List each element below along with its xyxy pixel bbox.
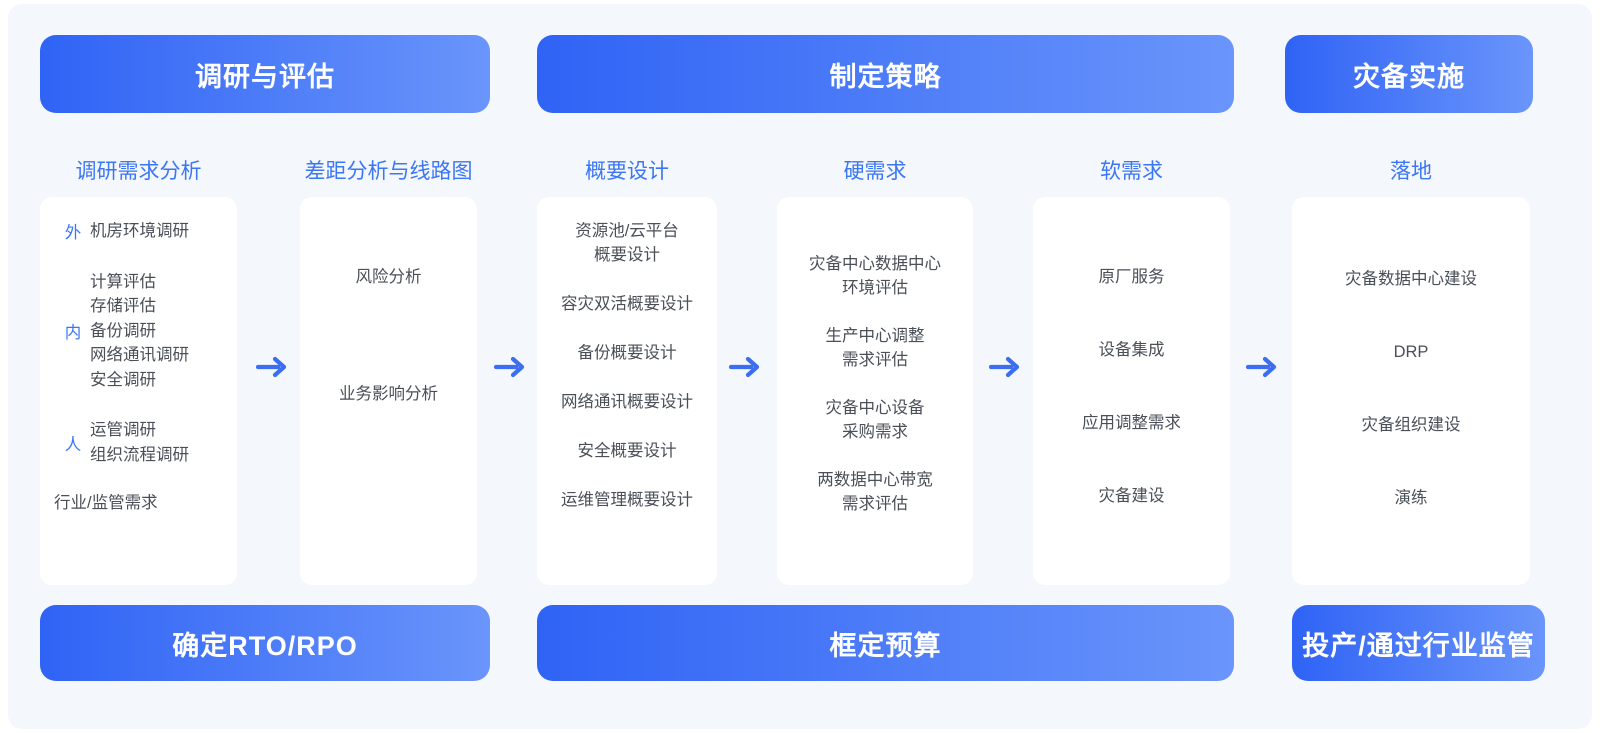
column-title-2: 差距分析与线路图 <box>304 160 473 183</box>
list-item: 安全调研 <box>90 370 156 389</box>
group-items: 计算评估 存储评估 备份调研 网络通讯调研 安全调研 <box>90 270 237 393</box>
phase-banner-label: 灾备实施 <box>1353 61 1465 92</box>
arrow-right-icon-4 <box>988 352 1023 382</box>
group-row-people: 人 运管调研 组织流程调研 <box>40 418 237 467</box>
list-item: 组织流程调研 <box>90 445 189 464</box>
content-card-soft-requirements: 原厂服务 设备集成 应用调整需求 灾备建设 <box>1033 197 1230 585</box>
list-item: 资源池/云平台 概要设计 <box>575 222 679 264</box>
outcome-banner-rto-rpo: 确定RTO/RPO <box>40 605 490 681</box>
group-tag: 外 <box>64 224 82 243</box>
list-item: 应用调整需求 <box>1082 414 1181 432</box>
group-tag: 内 <box>64 323 82 342</box>
list-item: 备份调研 <box>90 321 156 340</box>
list-item: 灾备中心数据中心 环境评估 <box>809 255 941 297</box>
group-row-internal: 内 计算评估 存储评估 备份调研 网络通讯调研 安全调研 <box>40 270 237 393</box>
list-item: 灾备中心设备 采购需求 <box>825 399 925 441</box>
content-card-research-analysis: 外 机房环境调研 内 计算评估 存储评估 备份调研 网络通讯调研 安全调研 人 … <box>40 197 237 585</box>
arrow-right-icon-5 <box>1245 352 1280 382</box>
list-item: 灾备组织建设 <box>1361 416 1461 434</box>
column-title-3: 概要设计 <box>585 160 669 183</box>
group-items: 运管调研 组织流程调研 <box>90 418 237 467</box>
list-item: 原厂服务 <box>1098 268 1165 286</box>
group-tag: 人 <box>64 435 82 454</box>
group-row-external: 外 机房环境调研 <box>40 219 237 244</box>
list-item: 容灾双活概要设计 <box>561 295 693 313</box>
column-title-6: 落地 <box>1390 160 1432 183</box>
list-item: 业务影响分析 <box>339 385 438 403</box>
list-item: 演练 <box>1394 489 1428 507</box>
phase-banner-label: 制定策略 <box>829 61 942 92</box>
list-item: DRP <box>1393 343 1429 361</box>
outcome-banner-label: 投产/通过行业监管 <box>1302 630 1535 661</box>
content-card-hard-requirements: 灾备中心数据中心 环境评估 生产中心调整 需求评估 灾备中心设备 采购需求 两数… <box>777 197 973 585</box>
item-list: 资源池/云平台 概要设计 容灾双活概要设计 备份概要设计 网络通讯概要设计 安全… <box>537 219 717 512</box>
list-item: 设备集成 <box>1098 341 1165 359</box>
outcome-banner-label: 框定预算 <box>829 630 942 661</box>
column-title-4: 硬需求 <box>843 160 907 183</box>
list-item: 安全概要设计 <box>577 442 677 460</box>
phase-banner-label: 调研与评估 <box>195 61 335 92</box>
content-card-gap-analysis: 风险分析 业务影响分析 <box>300 197 477 585</box>
list-item: 灾备数据中心建设 <box>1345 270 1477 288</box>
list-item: 灾备建设 <box>1098 487 1165 505</box>
list-item-regulatory: 行业/监管需求 <box>54 494 158 512</box>
list-item: 运管调研 <box>90 421 156 439</box>
list-item: 机房环境调研 <box>90 222 189 240</box>
arrow-right-icon-1 <box>255 352 290 382</box>
list-item: 网络通讯调研 <box>90 346 189 364</box>
outcome-banner-budget: 框定预算 <box>537 605 1234 681</box>
content-card-landing: 灾备数据中心建设 DRP 灾备组织建设 演练 <box>1292 197 1530 585</box>
arrow-right-icon-2 <box>493 352 528 382</box>
outcome-banner-label: 确定RTO/RPO <box>172 630 358 661</box>
column-title-5: 软需求 <box>1100 160 1163 183</box>
content-card-outline-design: 资源池/云平台 概要设计 容灾双活概要设计 备份概要设计 网络通讯概要设计 安全… <box>537 197 717 585</box>
list-item: 运维管理概要设计 <box>561 491 693 509</box>
item-list: 原厂服务 设备集成 应用调整需求 灾备建设 <box>1033 265 1230 508</box>
list-item: 存储评估 <box>90 297 156 315</box>
item-list: 灾备中心数据中心 环境评估 生产中心调整 需求评估 灾备中心设备 采购需求 两数… <box>777 252 973 516</box>
item-list: 风险分析 业务影响分析 <box>300 265 477 406</box>
list-item: 网络通讯概要设计 <box>561 393 693 411</box>
list-item: 风险分析 <box>355 268 422 286</box>
phase-banner-implementation: 灾备实施 <box>1285 35 1533 113</box>
arrow-right-icon-3 <box>728 352 763 382</box>
item-list: 灾备数据中心建设 DRP 灾备组织建设 演练 <box>1292 267 1530 510</box>
list-item: 两数据中心带宽 需求评估 <box>817 471 933 513</box>
outcome-banner-production: 投产/通过行业监管 <box>1292 605 1545 681</box>
list-item: 生产中心调整 需求评估 <box>825 327 925 369</box>
phase-banner-research: 调研与评估 <box>40 35 490 113</box>
column-title-1: 调研需求分析 <box>75 160 202 183</box>
phase-banner-strategy: 制定策略 <box>537 35 1234 113</box>
list-item: 计算评估 <box>90 272 156 291</box>
grouped-item-list: 外 机房环境调研 内 计算评估 存储评估 备份调研 网络通讯调研 安全调研 人 … <box>40 219 237 515</box>
list-item: 备份概要设计 <box>577 344 677 362</box>
group-items: 机房环境调研 <box>90 219 237 244</box>
